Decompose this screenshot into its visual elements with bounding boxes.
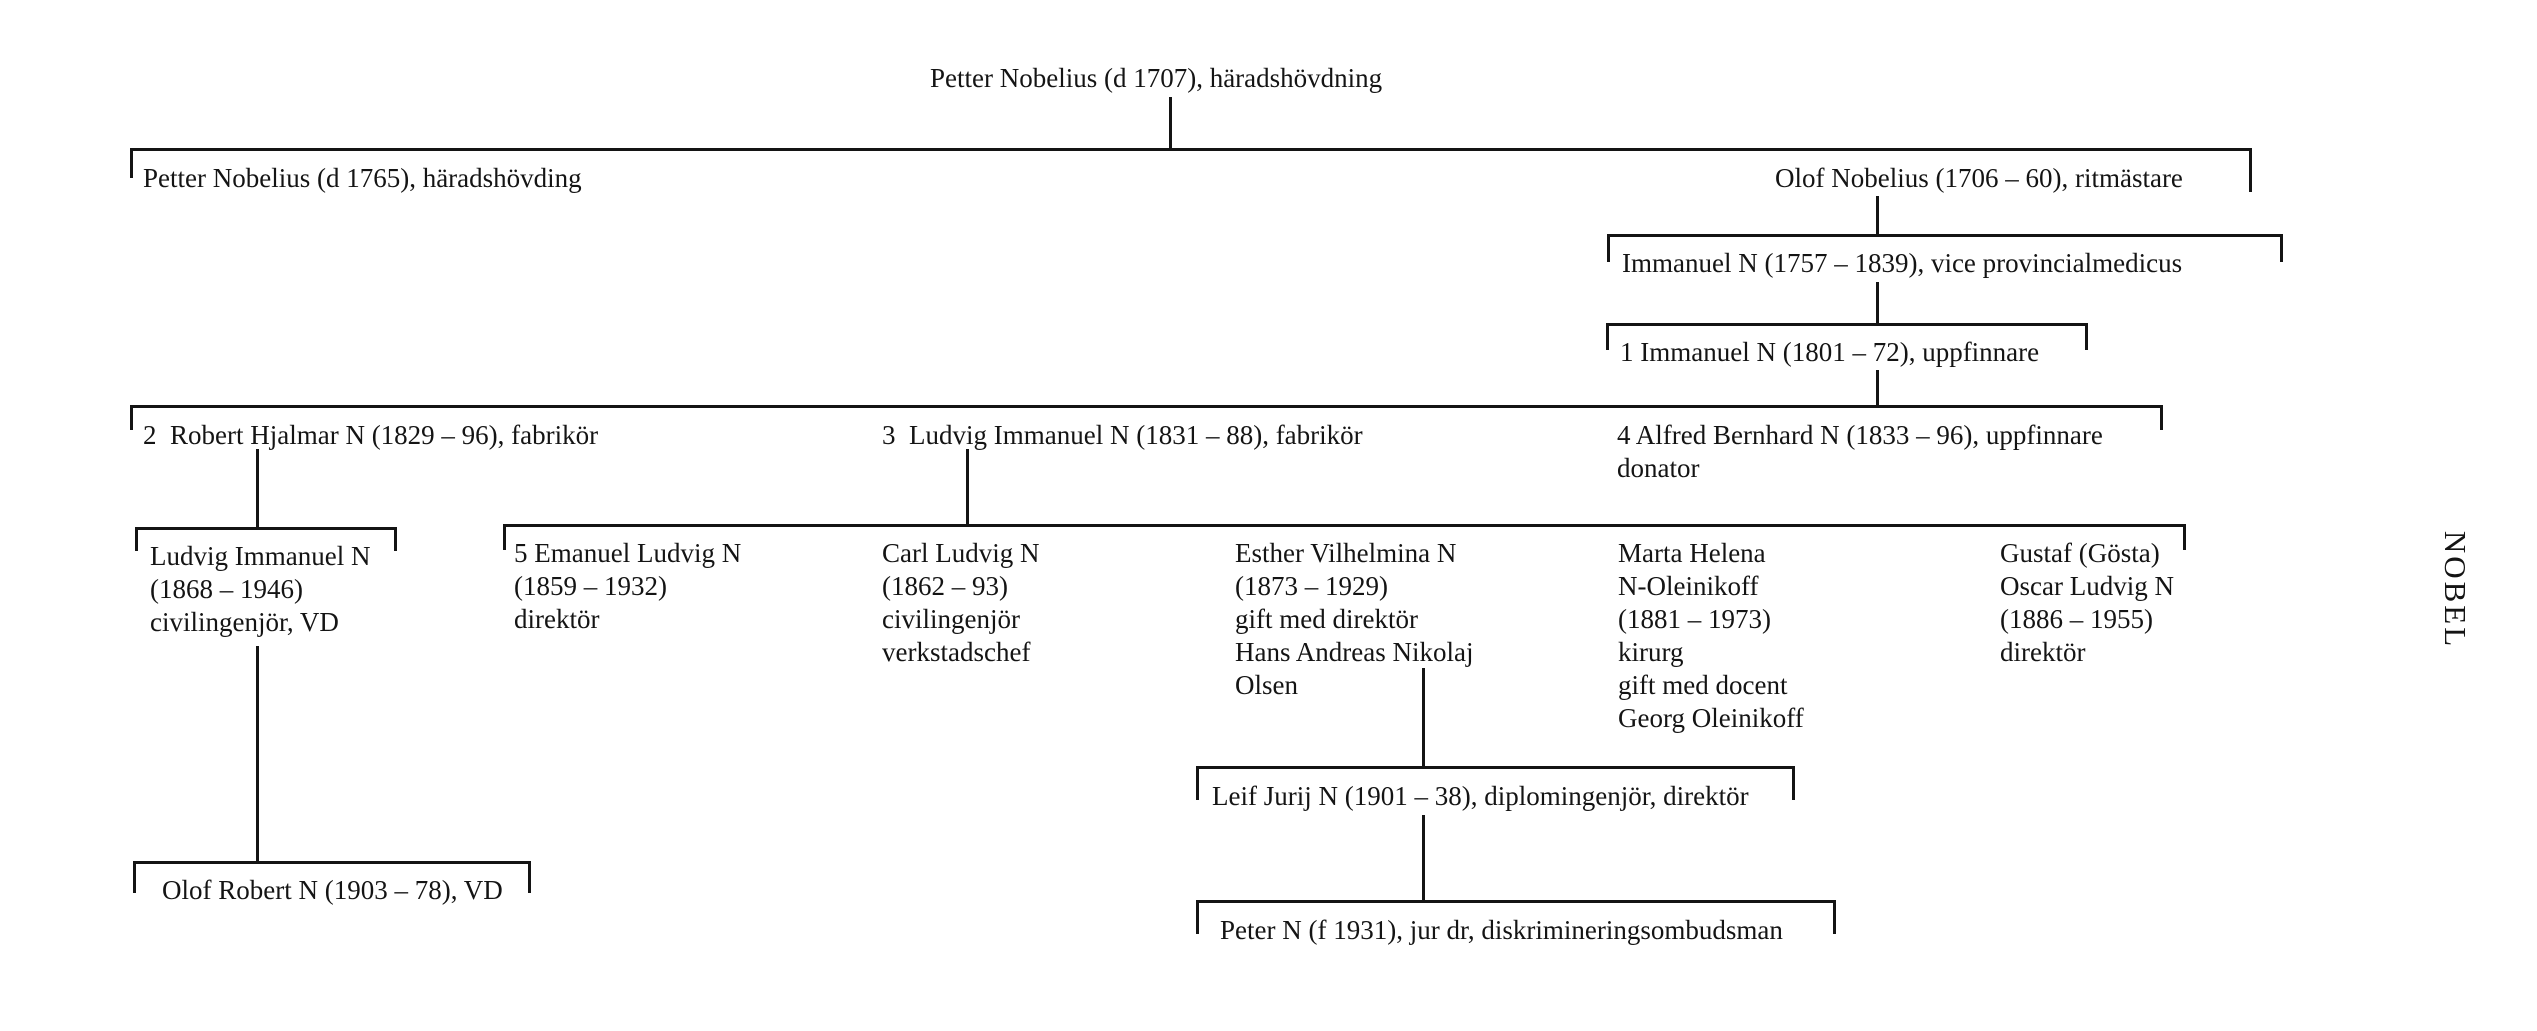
node-marta-helena-1881: Marta Helena N-Oleinikoff (1881 – 1973) … — [1618, 538, 1804, 733]
connector-gen6-rail — [503, 524, 2186, 527]
connector-gen2-right-tick — [2249, 148, 2252, 192]
node-petter-nobelius-1707: Petter Nobelius (d 1707), häradshövdning — [930, 63, 1383, 93]
connector-immanuel-right-tick — [2085, 323, 2088, 350]
connector-olof-robert-left-tick — [133, 861, 136, 893]
connector-ludvig1868-drop — [256, 646, 259, 863]
node-immanuel-n-1801: 1 Immanuel N (1801 – 72), uppfinnare — [1620, 337, 2040, 367]
connector-immanuel-left-tick — [1606, 323, 1609, 350]
node-esther-vilhelmina-1873: Esther Vilhelmina N (1873 – 1929) gift m… — [1235, 538, 1474, 700]
connector-leif-drop — [1422, 815, 1425, 902]
connector-immanuel-rail — [1606, 323, 2088, 326]
connector-peter-left-tick — [1196, 900, 1199, 934]
connector-gen5-rail — [130, 405, 2163, 408]
connector-peter-rail — [1196, 900, 1836, 903]
node-alfred-line1: 4 Alfred Bernhard N (1833 – 96), uppfinn… — [1617, 420, 2103, 450]
node-leif-jurij-1901: Leif Jurij N (1901 – 38), diplomingenjör… — [1212, 781, 1749, 811]
connector-immanuel-sr-left-tick — [1607, 234, 1610, 262]
connector-olof-drop — [1876, 196, 1879, 236]
connector-immanuel-sr-right-tick — [2280, 234, 2283, 262]
node-immanuel-n-1757: Immanuel N (1757 – 1839), vice provincia… — [1622, 248, 2183, 278]
connector-immanuel-drop — [1876, 370, 1879, 407]
connector-leif-right-tick — [1792, 766, 1795, 800]
connector-gen6-left-tick — [503, 524, 506, 550]
node-carl-ludvig-1862: Carl Ludvig N (1862 – 93) civilingenjör … — [882, 538, 1040, 667]
node-olof-nobelius-1706: Olof Nobelius (1706 – 60), ritmästare — [1775, 163, 2183, 193]
connector-ludvig1868-right-tick — [394, 527, 397, 551]
node-emanuel-ludvig-1859: 5 Emanuel Ludvig N (1859 – 1932) direktö… — [514, 538, 742, 634]
connector-immanuel-sr-drop — [1876, 282, 1879, 325]
node-peter-n-1931: Peter N (f 1931), jur dr, diskriminering… — [1220, 915, 1783, 945]
connector-ludvig1868-left-tick — [135, 527, 138, 551]
connector-ludvig1831-drop — [966, 449, 969, 526]
page-side-label: NOBEL — [2438, 530, 2473, 650]
node-ludvig-immanuel-1831: 3 Ludvig Immanuel N (1831 – 88), fabrikö… — [882, 420, 1363, 450]
connector-gen6-right-tick — [2183, 524, 2186, 550]
node-ludvig-immanuel-1868: Ludvig Immanuel N (1868 – 1946) civiling… — [150, 541, 371, 637]
connector-robert-drop — [256, 449, 259, 529]
node-alfred-line2: donator — [1617, 453, 1700, 483]
connector-gen2-rail — [130, 148, 2252, 151]
node-gustaf-oscar-1886: Gustaf (Gösta) Oscar Ludvig N (1886 – 19… — [2000, 538, 2174, 667]
connector-olof-robert-right-tick — [528, 861, 531, 893]
connector-root-drop — [1169, 97, 1172, 150]
node-olof-robert-1903: Olof Robert N (1903 – 78), VD — [162, 875, 503, 905]
node-alfred-bernhard-1833: 4 Alfred Bernhard N (1833 – 96), uppfinn… — [1617, 419, 2103, 485]
connector-olof-robert-rail — [133, 861, 531, 864]
connector-gen2-left-tick — [130, 148, 133, 178]
connector-esther-drop — [1422, 668, 1425, 768]
node-petter-nobelius-1765: Petter Nobelius (d 1765), häradshövding — [143, 163, 582, 193]
connector-leif-rail — [1196, 766, 1795, 769]
connector-gen5-left-tick — [130, 405, 133, 430]
connector-ludvig1868-rail — [135, 527, 397, 530]
connector-peter-right-tick — [1833, 900, 1836, 934]
connector-immanuel-sr-rail — [1607, 234, 2283, 237]
node-robert-hjalmar-1829: 2 Robert Hjalmar N (1829 – 96), fabrikör — [143, 420, 599, 450]
connector-leif-left-tick — [1196, 766, 1199, 800]
connector-gen5-right-tick — [2160, 405, 2163, 430]
